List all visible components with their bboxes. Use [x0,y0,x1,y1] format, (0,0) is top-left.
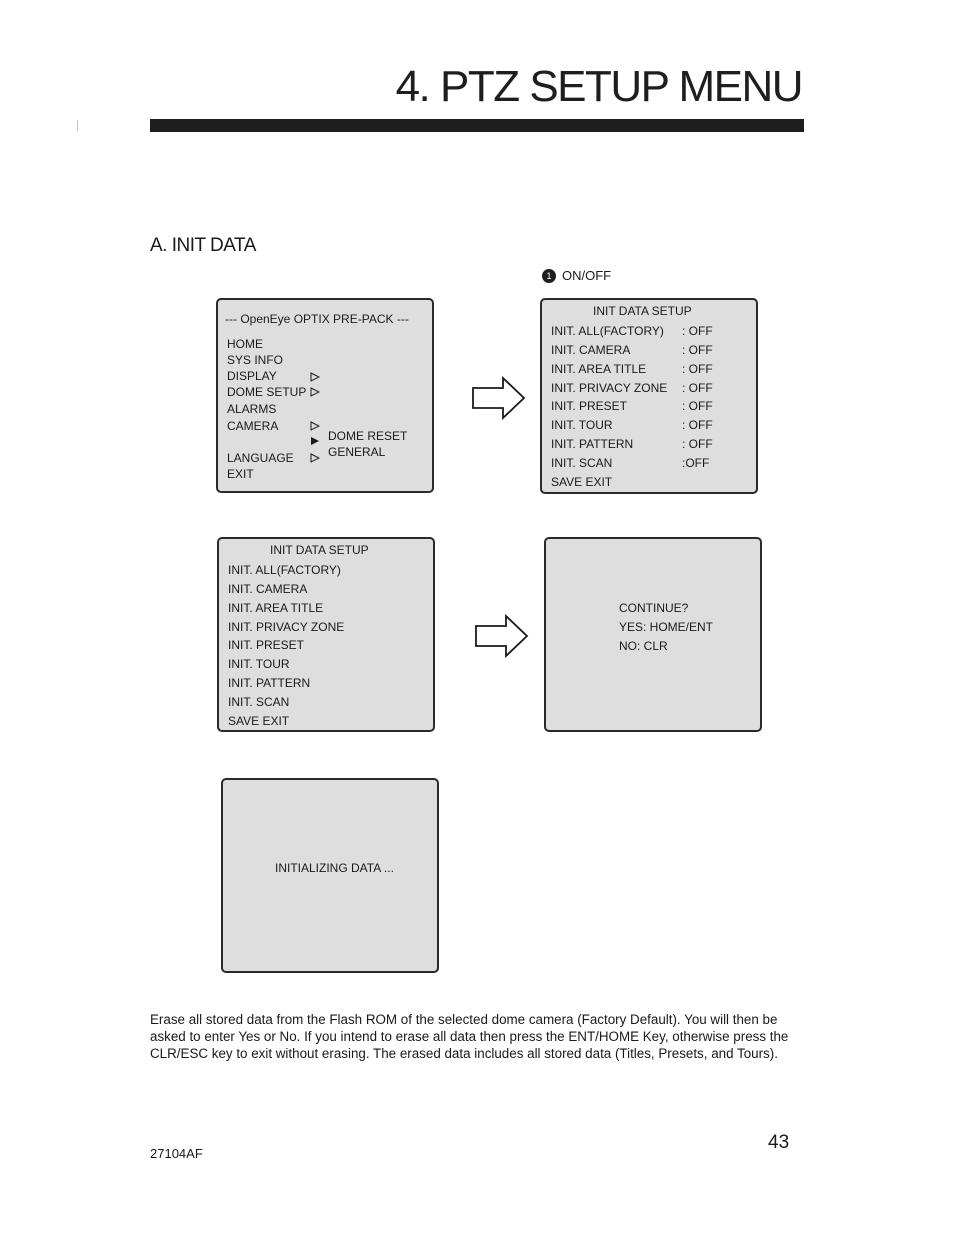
initializing-message: INITIALIZING DATA ... [275,861,394,875]
confirm-line: NO: CLR [619,639,668,653]
init-list-item: INIT. ALL(FACTORY) [228,563,341,577]
initializing-screen: INITIALIZING DATA ... [221,778,439,973]
page-number: 43 [768,1132,790,1153]
page-title: 4. PTZ SETUP MENU [395,62,804,111]
confirm-line: YES: HOME/ENT [619,620,714,634]
menu-item-display: DISPLAY [227,369,277,383]
menu-item-sys-info: SYS INFO [227,353,284,367]
menu-item-home: HOME [227,337,263,351]
init-list-item: INIT. PRIVACY ZONE [228,620,345,634]
init-list-item: INIT. TOUR [228,657,290,671]
init-list-item: INIT. PATTERN [228,676,311,690]
init-row-value: : OFF [682,399,713,413]
init-row-value: : OFF [682,324,713,338]
init-row-label: INIT. TOUR [551,418,613,432]
main-menu-title: --- OpenEye OPTIX PRE-PACK --- [225,312,409,326]
confirm-screen: CONTINUE? YES: HOME/ENT NO: CLR [544,537,762,732]
init-row-value: : OFF [682,381,713,395]
init-row-value: : OFF [682,362,713,376]
main-menu-screen: --- OpenEye OPTIX PRE-PACK --- HOME SYS … [216,298,434,493]
document-code: 27104AF [150,1146,203,1161]
triangle-right-filled-icon [311,437,319,445]
triangle-right-icon [310,387,320,397]
submenu-item-dome-reset: DOME RESET [328,429,408,443]
title-rule [150,119,804,132]
init-list-item: INIT. AREA TITLE [228,601,324,615]
init-data-onoff-screen: INIT DATA SETUP INIT. ALL(FACTORY) : OFF… [540,298,758,494]
menu-item-language: LANGUAGE [227,451,294,465]
init-row-value: : OFF [682,437,713,451]
init-row-label: INIT. AREA TITLE [551,362,647,376]
triangle-right-icon [310,453,320,463]
margin-mark [77,120,78,131]
submenu-item-general: GENERAL [328,445,386,459]
section-heading: A. INIT DATA [150,235,256,256]
save-exit-label: SAVE EXIT [551,475,613,489]
menu-item-exit: EXIT [227,467,254,481]
menu-item-dome-setup: DOME SETUP [227,385,307,399]
save-exit-label: SAVE EXIT [228,714,290,728]
init-row-value: : OFF [682,343,713,357]
triangle-right-icon [310,421,320,431]
body-paragraph: Erase all stored data from the Flash ROM… [150,1012,789,1061]
init-data-title: INIT DATA SETUP [593,304,692,318]
init-list-item: INIT. SCAN [228,695,290,709]
init-row-label: INIT. PATTERN [551,437,634,451]
init-row-label: INIT. PRIVACY ZONE [551,381,668,395]
right-arrow-icon [475,614,529,658]
init-row-label: INIT. ALL(FACTORY) [551,324,664,338]
init-row-label: INIT. PRESET [551,399,628,413]
menu-item-camera: CAMERA [227,419,279,433]
callout-on-off: 1 ON/OFF [542,268,611,283]
init-row-label: INIT. CAMERA [551,343,631,357]
init-data-list-screen: INIT DATA SETUP INIT. ALL(FACTORY) INIT.… [217,537,435,732]
init-row-label: INIT. SCAN [551,456,613,470]
init-list-item: INIT. PRESET [228,638,305,652]
right-arrow-icon [472,376,526,420]
init-list-item: INIT. CAMERA [228,582,308,596]
callout-number-badge: 1 [542,268,556,283]
init-data-title: INIT DATA SETUP [270,543,369,557]
callout-label: ON/OFF [562,268,612,283]
menu-item-alarms: ALARMS [227,402,277,416]
init-row-value: :OFF [682,456,710,470]
init-row-value: : OFF [682,418,713,432]
triangle-right-icon [310,372,320,382]
confirm-line: CONTINUE? [619,601,689,615]
